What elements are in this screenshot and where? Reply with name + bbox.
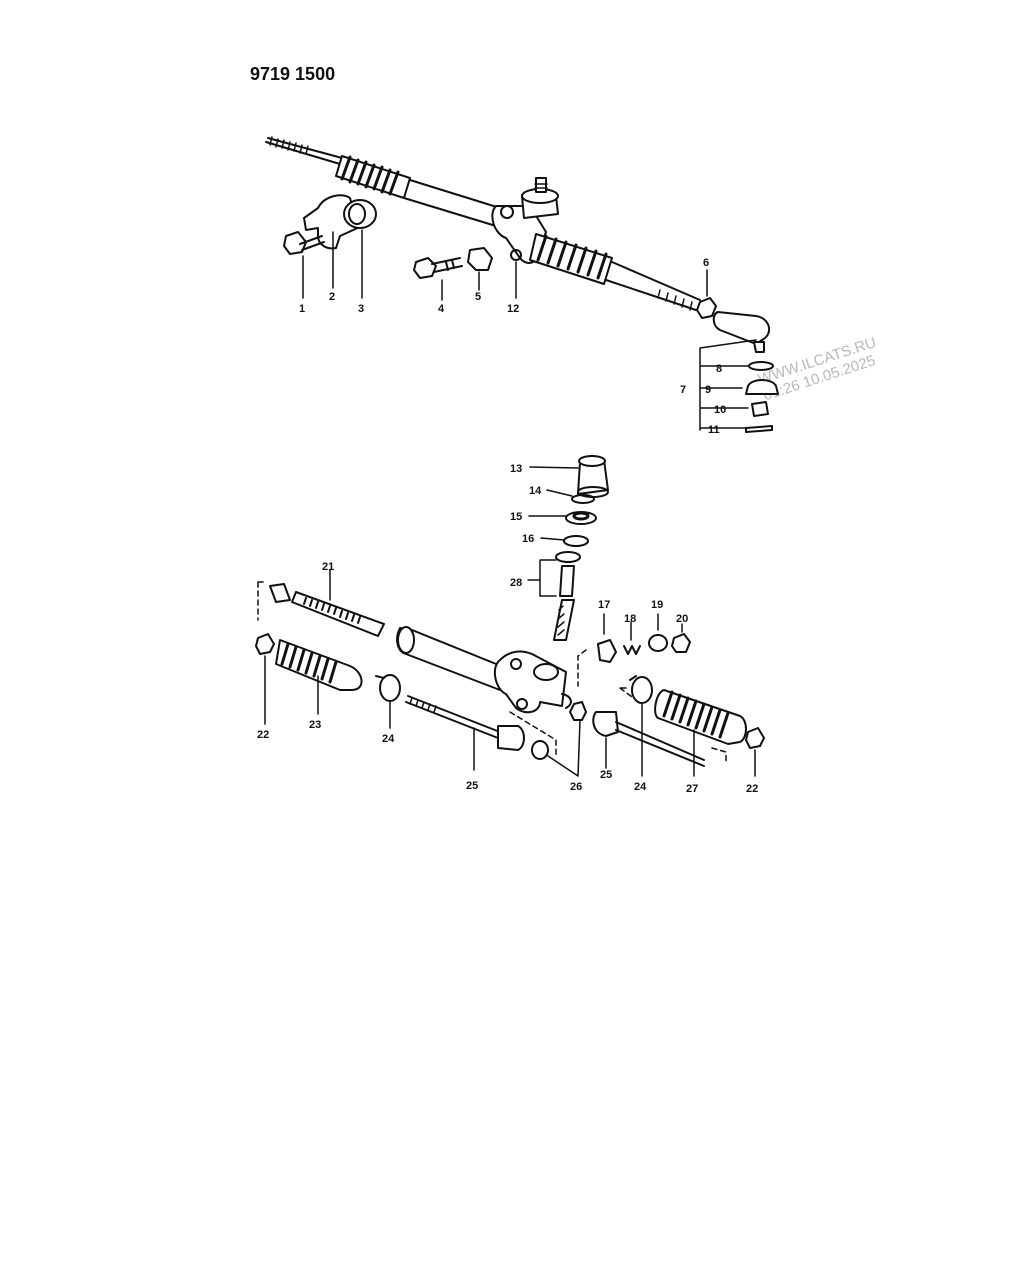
band-24-right <box>629 675 653 777</box>
callout-10: 10 <box>714 404 726 416</box>
callout-27: 27 <box>686 783 698 795</box>
ring-16 <box>563 535 589 547</box>
rack-guide-17 <box>597 639 617 663</box>
left-boot-23 <box>275 639 363 715</box>
callout-26: 26 <box>570 781 582 793</box>
callout-22-left: 22 <box>257 729 269 741</box>
upper-left-tie-rod <box>265 136 343 165</box>
left-dashed-bracket <box>257 581 557 759</box>
lock-washer-26-a <box>569 701 587 721</box>
callout-19: 19 <box>651 599 663 611</box>
callout-12: 12 <box>507 303 519 315</box>
mount-bushing-3 <box>343 199 377 229</box>
band-24-left <box>375 674 401 729</box>
spring-18 <box>623 645 641 655</box>
callout-24-left: 24 <box>382 733 395 745</box>
plug-19 <box>648 634 668 652</box>
callout-2: 2 <box>329 291 335 303</box>
pinion-28 <box>539 551 581 641</box>
callout-21: 21 <box>322 561 334 573</box>
inner-tie-rod-25-right <box>592 711 705 769</box>
callout-22-right: 22 <box>746 783 758 795</box>
callout-labels: 1 2 3 4 5 6 7 8 9 10 11 12 13 14 15 16 1… <box>257 257 758 795</box>
dust-cover-13 <box>577 455 609 498</box>
right-boot-27 <box>654 689 747 777</box>
callout-6: 6 <box>703 257 709 269</box>
leader-26 <box>547 719 581 777</box>
boot-clip-22-left <box>255 633 275 655</box>
callout-24-right: 24 <box>634 781 647 793</box>
leader-14 <box>546 489 573 497</box>
callout-5: 5 <box>475 291 481 303</box>
bushing-5 <box>467 247 493 271</box>
callout-25-left: 25 <box>466 780 478 792</box>
right-dashed-bracket <box>577 649 727 765</box>
leaders-17-20 <box>603 613 683 641</box>
upper-right-tie-rod <box>605 261 701 311</box>
ring-14 <box>571 494 595 504</box>
upper-left-boot <box>335 155 411 199</box>
callout-17: 17 <box>598 599 610 611</box>
callout-15: 15 <box>510 511 522 523</box>
callout-1: 1 <box>299 303 305 315</box>
callout-14: 14 <box>529 485 542 497</box>
boot-clip-22-right <box>745 727 765 749</box>
callout-7: 7 <box>680 384 686 396</box>
callout-13: 13 <box>510 463 522 475</box>
lock-nut-6 <box>696 297 717 319</box>
callout-3: 3 <box>358 303 364 315</box>
callout-20: 20 <box>676 613 688 625</box>
callout-9: 9 <box>705 384 711 396</box>
tie-rod-end-7 <box>699 311 779 433</box>
lock-nut-20 <box>671 633 691 653</box>
seal-15 <box>565 511 597 525</box>
document-code: 9719 1500 <box>250 64 336 84</box>
rack-21 <box>269 569 385 637</box>
bolt-4 <box>413 257 463 279</box>
callout-16: 16 <box>522 533 534 545</box>
lower-rack-housing <box>396 626 572 714</box>
inner-tie-rod-25-left <box>405 695 525 771</box>
upper-right-boot <box>529 233 613 285</box>
upper-gear-housing <box>491 177 559 264</box>
bolt-1 <box>283 231 325 255</box>
leader-16 <box>540 537 565 541</box>
callout-28: 28 <box>510 577 522 589</box>
callout-11: 11 <box>708 424 720 436</box>
callout-8: 8 <box>716 363 722 375</box>
lock-washer-26-b <box>531 740 549 760</box>
callout-4: 4 <box>438 303 445 315</box>
callout-18: 18 <box>624 613 636 625</box>
leader-13 <box>529 466 579 469</box>
callout-25-right: 25 <box>600 769 612 781</box>
callout-23: 23 <box>309 719 321 731</box>
upper-rack-housing <box>403 179 501 227</box>
